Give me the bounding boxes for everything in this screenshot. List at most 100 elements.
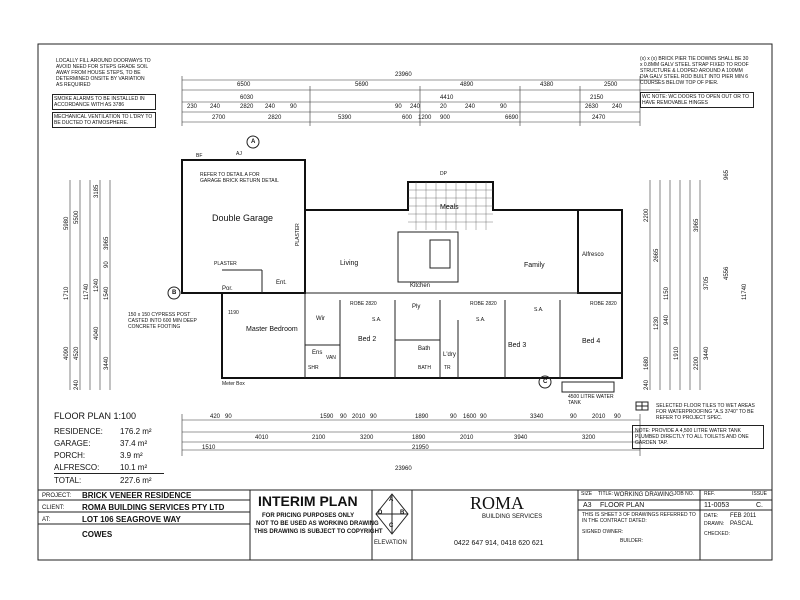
dim-bot1-1: 90	[225, 414, 232, 420]
sheet-note: THIS IS SHEET 3 OF DRAWINGS REFERRED TO …	[582, 512, 696, 524]
title-value: WORKING DRAWING	[614, 492, 674, 498]
elevation-label: ELEVATION	[374, 540, 407, 546]
date-label: DATE:	[704, 513, 719, 519]
dim-right-6: 3705	[704, 276, 710, 290]
address-line-1: LOT 106 SEAGROVE WAY	[82, 515, 181, 524]
project-label: PROJECT:	[42, 493, 72, 499]
dim-top3-8: 240	[465, 104, 476, 110]
project-value: BRICK VENEER RESIDENCE	[82, 491, 192, 500]
dim-top2-2: 2150	[590, 95, 604, 101]
interim-sub-3: THIS DRAWING IS SUBJECT TO COPYRIGHT	[254, 529, 383, 535]
client-value: ROMA BUILDING SERVICES PTY LTD	[82, 503, 225, 512]
note-smoke-alarms: SMOKE ALARMS TO BE INSTALLED IN ACCORDAN…	[52, 94, 156, 110]
label-plaster-1: PLASTER	[214, 261, 237, 267]
checked-label: CHECKED:	[704, 531, 730, 537]
room-double-garage: Double Garage	[212, 213, 274, 223]
label-bath: BATH	[418, 365, 431, 371]
interim-sub-1: FOR PRICING PURPOSES ONLY	[262, 513, 355, 519]
dim-top1-3: 4380	[540, 82, 554, 88]
title-label: TITLE:	[598, 491, 614, 497]
area-garage-label: GARAGE:	[54, 439, 91, 448]
job-label: JOB NO.	[674, 491, 695, 497]
dim-top1-1: 5690	[355, 82, 369, 88]
builder-label: BUILDER:	[620, 538, 644, 544]
room-bed-4: Bed 4	[582, 338, 601, 345]
dim-bot1-7: 90	[450, 414, 457, 420]
dim-top3-9: 90	[500, 104, 507, 110]
dim-top4-7: 2470	[592, 115, 606, 121]
size-value: A3	[583, 502, 592, 509]
dim-bot2-1: 2100	[312, 435, 326, 441]
dim-left-4: 1710	[64, 286, 70, 300]
dim-right-13: 3440	[704, 346, 710, 360]
label-plaster-2: PLASTER	[295, 223, 301, 246]
label-sa-1: S.A.	[372, 317, 382, 323]
dim-right-5: 4556	[724, 266, 730, 280]
dim-right-11: 940	[664, 314, 670, 325]
dim-right-0: 965	[724, 169, 730, 180]
dim-left-10: 1240	[94, 278, 100, 292]
area-porch-value: 3.9 m²	[120, 451, 143, 460]
section-marker-c: C	[543, 379, 548, 385]
ref-value: 11-0053	[704, 502, 730, 509]
note-mechanical-ventilation: MECHANICAL VENTILATION TO L'DRY TO BE DU…	[52, 112, 156, 128]
dim-right-2: 3965	[694, 218, 700, 232]
elevation-c: C	[389, 523, 394, 529]
dim-bot1-8: 1600	[463, 414, 477, 420]
dim-bot1-3: 90	[340, 414, 347, 420]
dim-left-13: 90	[104, 261, 110, 268]
dim-top4-6: 6690	[505, 115, 519, 121]
label-robe-3: ROBE 2820	[590, 301, 617, 307]
dim-right-12: 2200	[694, 356, 700, 370]
dim-top1-2: 4890	[460, 82, 474, 88]
room-entry: Ent.	[276, 280, 287, 286]
dim-bot2-4: 2010	[460, 435, 474, 441]
dim-bot2-2: 3200	[360, 435, 374, 441]
dim-overall-top: 23960	[395, 72, 412, 78]
note-wc-doors: WC NOTE: WC DOORS TO OPEN OUT OR TO HAVE…	[640, 92, 754, 108]
drawn-label: DRAWN:	[704, 521, 725, 527]
dim-top1-0: 6500	[237, 82, 251, 88]
dim-bot3-0: 1510	[202, 445, 216, 451]
room-alfresco: Alfresco	[582, 252, 604, 258]
dim-top3-2: 2820	[240, 104, 254, 110]
dim-bot1-10: 3340	[530, 414, 544, 420]
note-brick-pier: (x) x (x) BRICK PIER TIE DOWNS SHALL BE …	[640, 56, 749, 86]
label-1190: 1190	[228, 310, 239, 316]
label-shr: SHR	[308, 365, 319, 371]
area-residence-label: RESIDENCE:	[54, 427, 103, 436]
dim-left-9: 3440	[104, 356, 110, 370]
room-bath: Bath	[418, 346, 431, 352]
dim-top2-0: 6030	[240, 95, 254, 101]
area-porch-label: PORCH:	[54, 451, 86, 460]
room-meals: Meals	[440, 204, 459, 211]
dim-bot2-6: 3200	[582, 435, 596, 441]
dim-top3-6: 240	[410, 104, 421, 110]
label-sa-3: S.A.	[534, 307, 544, 313]
dim-left-1: 5500	[74, 210, 80, 224]
label-dp: DP	[440, 171, 447, 177]
note-cypress-post: 150 x 150 CYPRESS POST CASTED INTO 600 M…	[128, 312, 197, 330]
dim-right-9: 1150	[664, 287, 670, 300]
area-garage-value: 37.4 m²	[120, 439, 148, 448]
size-label: SIZE	[581, 491, 593, 497]
dim-bot2-0: 4010	[255, 435, 269, 441]
room-porch: Por.	[222, 286, 233, 292]
room-living: Living	[340, 260, 359, 267]
note-floor-tiles: SELECTED FLOOR TILES TO WET AREAS FOR WA…	[656, 403, 755, 421]
company-logo: ROMA	[470, 493, 525, 513]
dim-right-10: 1230	[654, 316, 660, 330]
area-alfresco-label: ALFRESCO:	[54, 463, 100, 472]
label-robe-1: ROBE 2820	[350, 301, 377, 307]
area-total-value: 227.6 m²	[120, 476, 152, 485]
dim-top3-7: 20	[440, 104, 447, 110]
date-value: FEB 2011	[730, 513, 757, 519]
drawn-value: PASCAL	[730, 521, 754, 527]
dim-right-14: 240	[644, 379, 650, 390]
dim-left-6: 4090	[64, 346, 70, 360]
room-laundry: L'dry	[443, 352, 456, 358]
dim-left-5: 11740	[84, 283, 90, 300]
section-marker-a: A	[251, 139, 256, 145]
dim-overall-bottom: 23960	[395, 466, 412, 472]
issue-label: ISSUE	[752, 491, 768, 497]
